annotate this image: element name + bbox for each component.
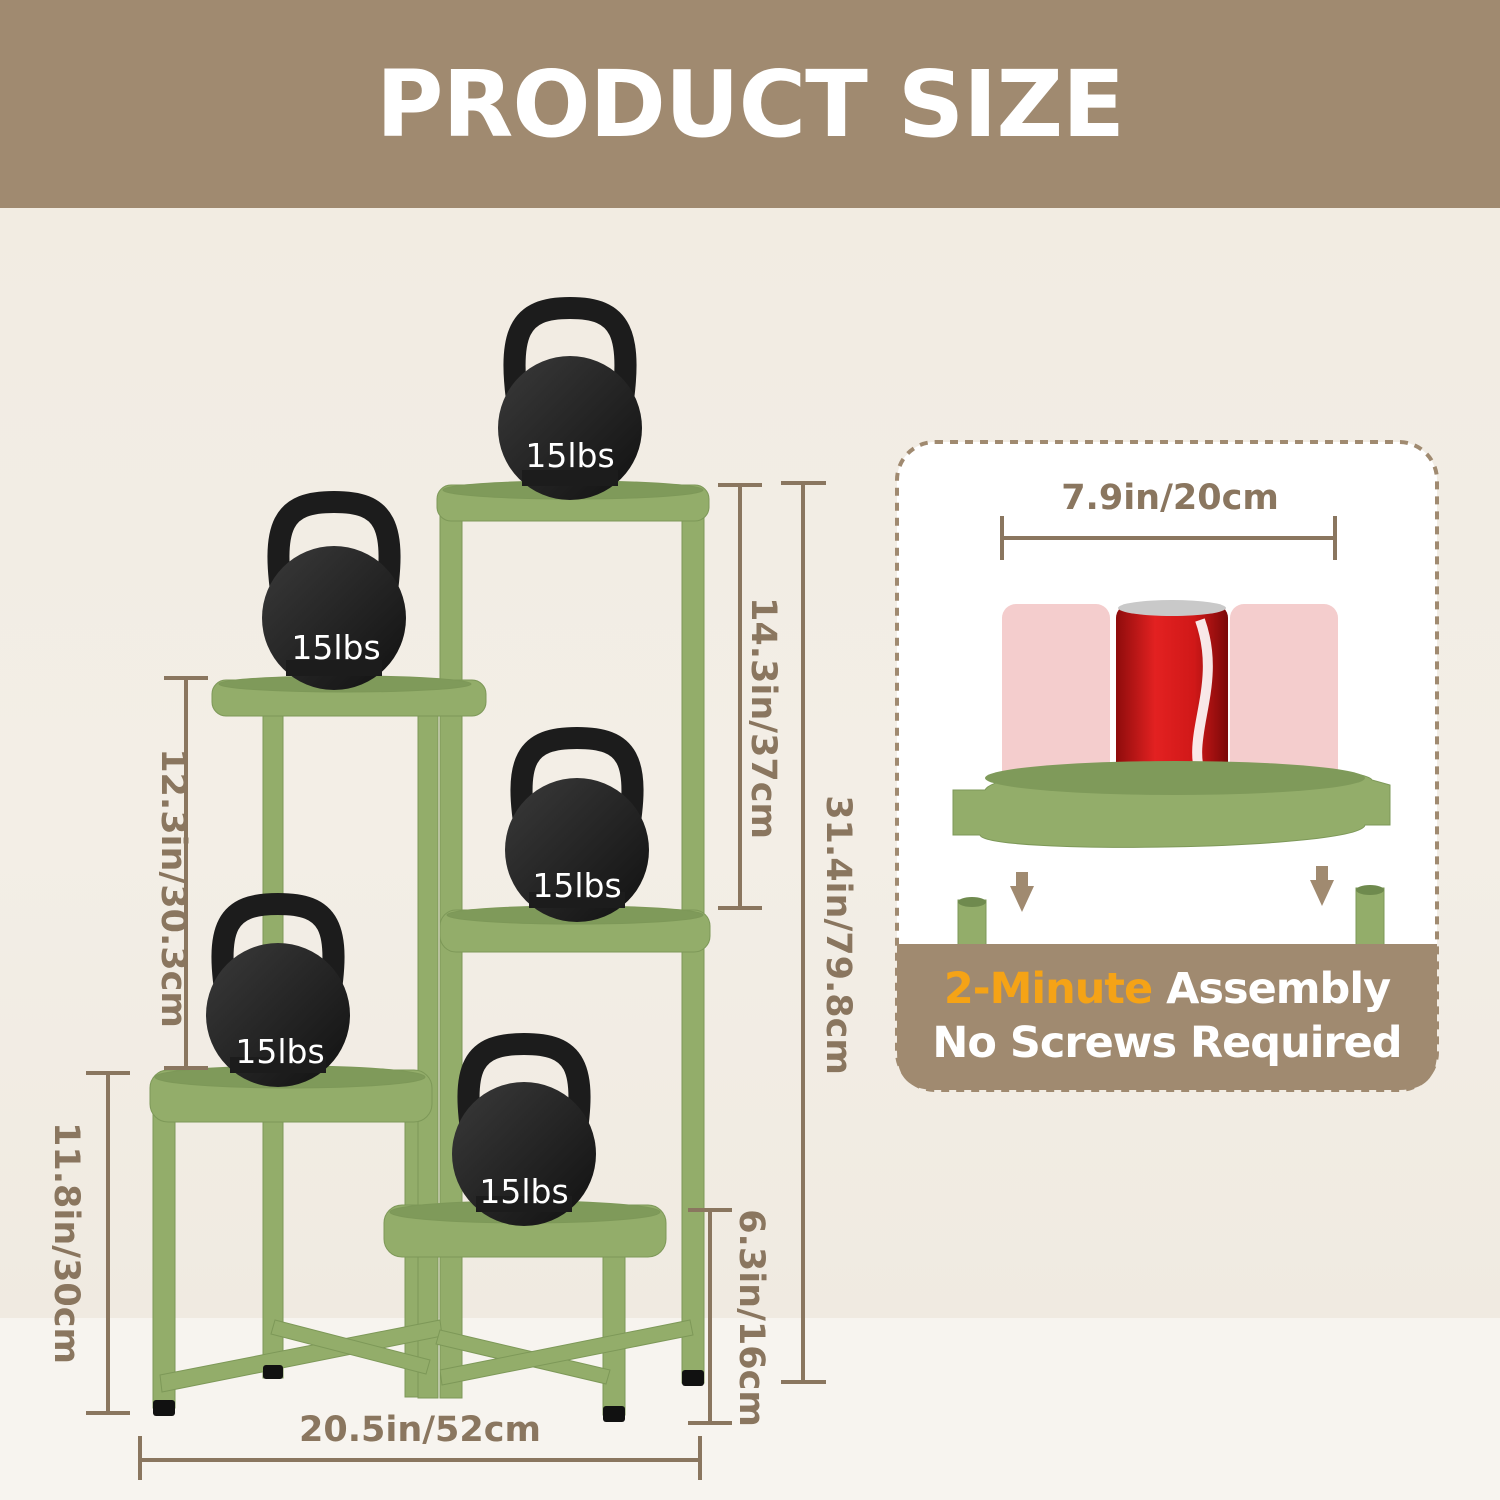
kettlebell-lower-left [206,892,350,1087]
kettlebell-weight-label: 15lbs [235,1032,325,1071]
kettlebell-upper-left [262,490,406,690]
no-screws-line: No Screws Required [932,1018,1402,1068]
kettlebell-weight-label: 15lbs [525,436,615,475]
assembly-text: 2-Minute Assembly No Screws Required [897,962,1437,1070]
stand-frame [152,494,705,1416]
kettlebell-weight-label: 15lbs [532,866,622,905]
inset-panel [895,440,1439,1092]
page-title: PRODUCT SIZE [376,50,1125,158]
kettlebell-weight-label: 15lbs [479,1172,569,1211]
kettlebell-bottom-right [452,1032,596,1226]
tray-diameter-label: 7.9in/20cm [1061,478,1279,518]
kettlebell-top [498,296,642,500]
top-tier-height-label: 14.3in/37cm [743,597,783,839]
bottom-left-height-label: 11.8in/30cm [46,1122,86,1364]
dimension-lines [86,481,826,1480]
assembly-word: Assembly [1166,964,1391,1014]
total-height-label: 31.4in/79.8cm [818,795,858,1075]
mid-left-height-label: 12.3in/30.3cm [153,748,193,1028]
floor [0,1318,1500,1500]
bottom-right-height-label: 6.3in/16cm [731,1209,771,1427]
kettlebell-weight-label: 15lbs [291,628,381,667]
down-arrow-icon [1010,866,1334,912]
kettlebell-middle-right [505,726,649,922]
stand-feet [153,1365,704,1422]
header-banner: PRODUCT SIZE [0,0,1500,208]
assembly-line-1: 2-Minute Assembly [897,962,1437,1016]
ghost-can-right [1230,604,1338,790]
ghost-can-left [1002,604,1110,790]
total-width-label: 20.5in/52cm [299,1410,541,1450]
assembly-highlight: 2-Minute [943,964,1153,1014]
